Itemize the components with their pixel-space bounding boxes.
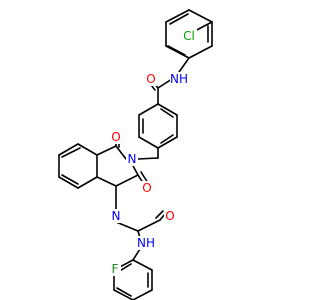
bond-51 [132,259,153,271]
bond-45 [115,221,139,232]
bond-30 [96,176,117,187]
atom-label-layer: Cl NH O O N O N O NH F [109,29,197,276]
bond-8 [167,45,186,56]
bond-9 [169,13,189,25]
bond-12 [157,78,173,89]
bond-19 [138,136,159,149]
bond-42 [77,176,98,189]
quinazoline-oxygen4-label: O [111,130,120,144]
bond-18 [157,136,178,149]
quinazoline-oxygen2-label: O [142,181,151,195]
bond-39 [58,143,79,156]
bond-2 [188,45,213,59]
bond-16 [157,103,178,116]
fluorine-atom-label: F [112,262,119,276]
bond-22 [160,108,174,118]
bond-23 [160,134,174,144]
bond-26 [137,157,159,160]
bond-6 [188,9,213,23]
bond-50 [132,248,141,261]
bond-31 [115,174,139,187]
bond-54 [113,289,134,300]
acetamide-oxygen-label: O [165,209,174,223]
bond-53 [132,289,153,300]
amide-nh-label-top: NH [170,72,188,86]
quinazoline-n3-label: N [128,152,137,166]
bond-27 [115,145,127,160]
bond-5 [165,9,190,23]
quinazoline-n1-label: N [112,209,121,223]
bond-3 [165,45,190,59]
bond-46 [137,219,161,232]
bond-28 [96,145,117,156]
bond-38 [77,143,98,156]
acetamide-nh-label: NH [137,236,155,250]
bond-11 [178,57,190,73]
bond-21 [138,103,159,116]
bond-58 [116,287,132,297]
bond-43 [61,147,81,158]
bond-44 [61,174,79,185]
chlorine-atom-label: Cl [183,29,195,43]
amide-oxygen-label-top: O [146,72,155,86]
bond-41 [58,176,79,189]
bond-48 [155,210,164,219]
molecule-structure-diagram: Cl NH O O N O N O NH F [58,9,213,300]
